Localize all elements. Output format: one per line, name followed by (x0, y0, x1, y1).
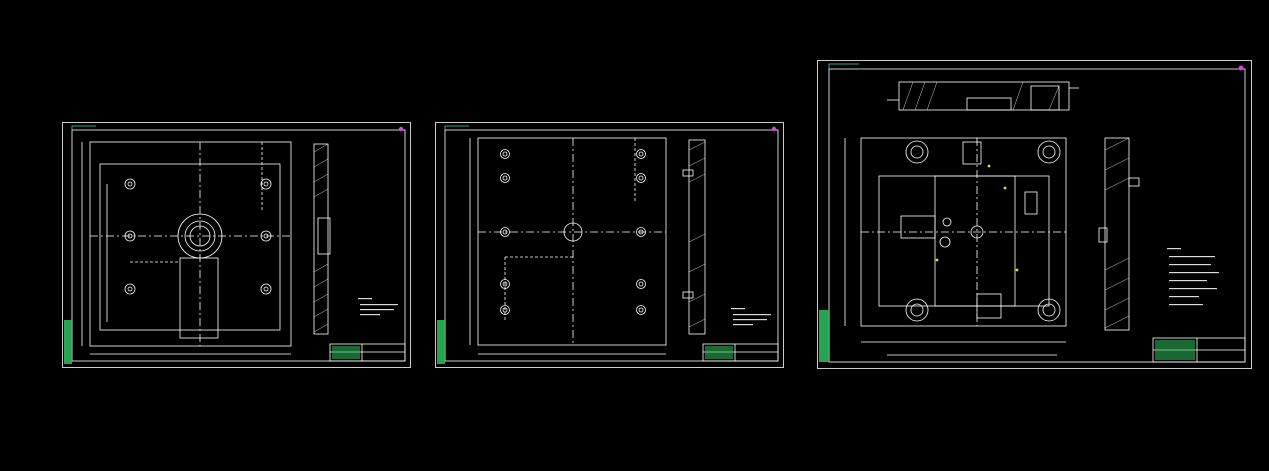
sheet-2-notes (731, 308, 771, 326)
sheet-2-plate-outline (477, 137, 667, 346)
sheet-3-outer-border (817, 60, 1252, 369)
sheet-1-revision-strip (64, 320, 72, 364)
sheet-3-cavity-outline (878, 175, 1050, 307)
drawing-sheet-1[interactable] (62, 122, 411, 368)
sheet-2-holes (500, 149, 646, 315)
sheet-3-side-section (1104, 137, 1130, 331)
sheet-2-inner-border (444, 129, 779, 362)
sheet-1-plate-outline (89, 141, 292, 347)
sheet-1-marker (398, 126, 404, 132)
sheet-3-marker (1238, 65, 1244, 71)
sheet-2-outer-border (435, 122, 784, 368)
sheet-2-center-hole (563, 222, 583, 242)
sheet-2-marker (771, 126, 777, 132)
sheet-3-drawing (817, 60, 1252, 369)
sheet-1-inner-border (71, 129, 406, 362)
sheet-1-inner-outline (99, 163, 281, 331)
sheet-1-drawing (62, 122, 411, 368)
sheet-1-notes (358, 298, 398, 316)
sheet-2-side-section (688, 139, 706, 335)
sheet-1-outer-border (62, 122, 411, 368)
sheet-3-notes (1167, 248, 1219, 306)
drawing-sheet-2[interactable] (435, 122, 784, 368)
sheet-1-channel (179, 257, 219, 339)
drawing-sheet-3[interactable] (817, 60, 1252, 369)
sheet-1-side-section (313, 143, 329, 335)
sheet-1-holes (124, 178, 272, 295)
sheet-2-revision-strip (437, 320, 445, 364)
sheet-2-drawing (435, 122, 784, 368)
sheet-1-title-block (329, 343, 406, 362)
sheet-3-revision-strip (819, 310, 829, 362)
sheet-2-title-block (702, 343, 779, 362)
sheet-3-guide-holes (905, 140, 1061, 322)
sheet-3-inner-border (828, 68, 1246, 363)
